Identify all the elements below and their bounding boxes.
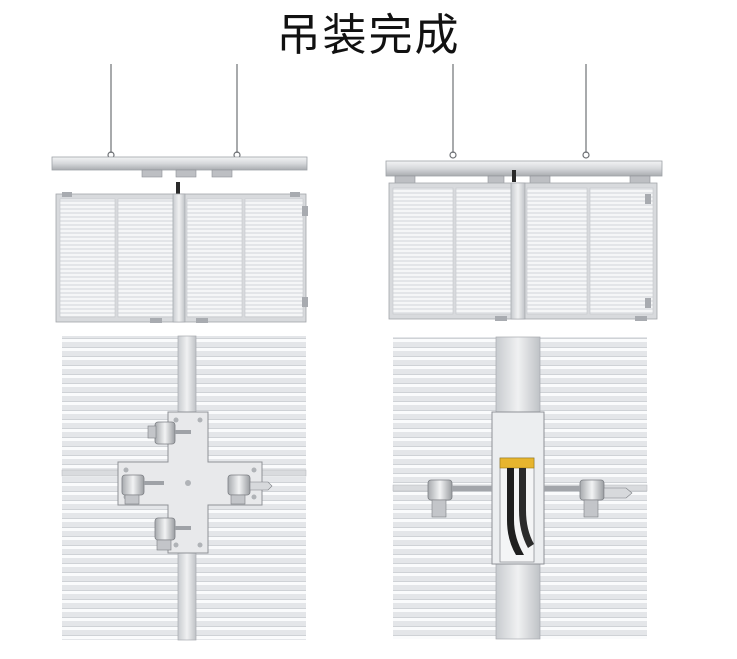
right-cable-channel-detail [392, 336, 648, 640]
corner-latches [495, 194, 651, 321]
hook-icon [582, 151, 590, 159]
led-module [244, 198, 304, 318]
led-module [392, 187, 454, 315]
connector-icon [499, 457, 535, 469]
led-module [455, 187, 512, 315]
center-post [172, 193, 186, 323]
cable-icon [507, 468, 524, 555]
left-hoisted-screen [51, 64, 308, 323]
corner-latches [62, 192, 308, 323]
clamp-knob-top [147, 421, 191, 445]
clamp-knob-right [227, 474, 273, 505]
hoisting-bar [385, 160, 663, 177]
led-module [59, 198, 116, 318]
hoisting-bar [51, 156, 308, 171]
hook-icon [449, 151, 457, 159]
bar-mount-brackets [394, 175, 651, 185]
led-module [589, 187, 654, 315]
clamp-knob-bottom [154, 517, 191, 551]
page-title: 吊装完成 [276, 10, 461, 61]
center-post [510, 182, 526, 320]
led-module [117, 198, 174, 318]
clamp-knob-right [544, 479, 633, 518]
signal-connector-icon [512, 170, 516, 182]
bar-mount-brackets [141, 169, 233, 178]
led-module [186, 198, 243, 318]
led-module [526, 187, 588, 315]
clamp-knob-left [121, 474, 164, 505]
clamp-knob-left [427, 479, 492, 518]
cable-icon [519, 468, 534, 548]
right-hoisted-screen [385, 64, 663, 321]
signal-connector-icon [176, 182, 180, 196]
left-cross-clamp-detail [61, 335, 307, 641]
